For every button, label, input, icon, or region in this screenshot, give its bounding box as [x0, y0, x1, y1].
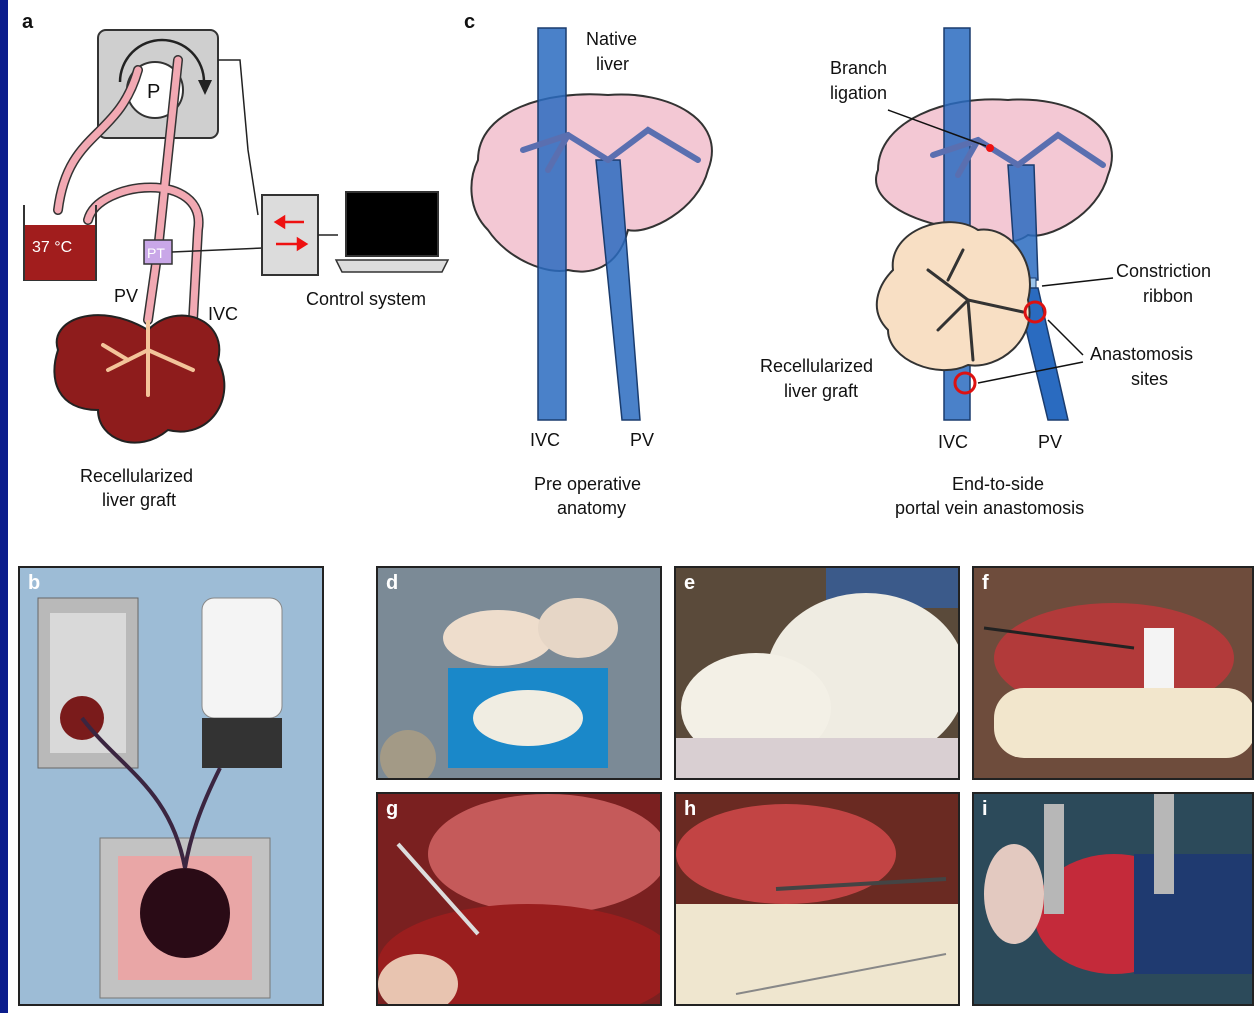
native-liver-left: [471, 94, 711, 271]
photo-panel-b: b: [18, 566, 324, 1006]
controller-box: [262, 195, 318, 275]
photo-panel-d: d: [376, 566, 662, 780]
photo-panel-h: h: [674, 792, 960, 1006]
figure-sheet: a P 37 °C PT: [8, 0, 1254, 1013]
control-wire-2: [172, 248, 263, 252]
panel-g-letter: g: [386, 798, 398, 821]
recellularized-graft: [54, 315, 224, 442]
constriction-label-1: Constriction: [1116, 261, 1211, 281]
native-liver-label-1: Native: [586, 29, 637, 49]
panel-f-letter: f: [982, 572, 989, 595]
panel-a-letter: a: [22, 11, 34, 33]
graft-caption-1: Recellularized: [80, 466, 193, 486]
laptop-screen-icon: [346, 192, 438, 256]
right-graft-label-2: liver graft: [784, 381, 858, 401]
anastomosis-photo: [676, 794, 960, 1006]
anastomosis-label-2: sites: [1131, 369, 1168, 389]
ivc-vessel-left: [538, 28, 566, 420]
panel-c-letter: c: [464, 11, 475, 33]
recellularized-graft-right: [877, 222, 1030, 370]
pre-operative-caption-2: anatomy: [557, 498, 626, 518]
left-ivc-label: IVC: [530, 430, 560, 450]
pump-label: P: [147, 81, 160, 103]
panel-e-letter: e: [684, 572, 695, 595]
graft-preparation-photo: [378, 568, 662, 780]
right-graft-label-1: Recellularized: [760, 356, 873, 376]
panel-d-letter: d: [386, 572, 398, 595]
cannulation-photo: [974, 568, 1254, 780]
native-liver-right: [876, 99, 1112, 242]
pre-operative-caption-1: Pre operative: [534, 474, 641, 494]
reperfusion-photo: [974, 794, 1254, 1006]
perfusion-setup-photo: [20, 568, 324, 1006]
end-to-side-caption-1: End-to-side: [952, 474, 1044, 494]
bath-temperature: 37 °C: [32, 239, 72, 256]
pv-label: PV: [114, 286, 138, 306]
constriction-label-2: ribbon: [1143, 286, 1193, 306]
photo-panel-g: g: [376, 792, 662, 1006]
anastomosis-label-1: Anastomosis: [1090, 344, 1193, 364]
ligation-mark: [986, 144, 994, 152]
control-wire-1: [218, 60, 258, 215]
schematic-panels: a P 37 °C PT: [8, 0, 1254, 540]
photo-panel-e: e: [674, 566, 960, 780]
right-ivc-label: IVC: [938, 432, 968, 452]
ivc-label: IVC: [208, 304, 238, 324]
branch-ligation-label-1: Branch: [830, 58, 887, 78]
right-pv-label: PV: [1038, 432, 1062, 452]
panel-i-letter: i: [982, 798, 988, 821]
graft-surface-photo: [676, 568, 960, 780]
control-system-label: Control system: [306, 289, 426, 309]
end-to-side-caption-2: portal vein anastomosis: [895, 498, 1084, 518]
graft-caption-2: liver graft: [102, 490, 176, 510]
photo-panel-i: i: [972, 792, 1254, 1006]
panel-h-letter: h: [684, 798, 696, 821]
branch-ligation-label-2: ligation: [830, 83, 887, 103]
left-pv-label: PV: [630, 430, 654, 450]
panel-b-letter: b: [28, 572, 40, 595]
photo-panel-f: f: [972, 566, 1254, 780]
laptop-base-icon: [336, 260, 448, 272]
native-liver-photo: [378, 794, 662, 1006]
pt-label: PT: [147, 245, 165, 261]
native-liver-label-2: liver: [596, 54, 629, 74]
